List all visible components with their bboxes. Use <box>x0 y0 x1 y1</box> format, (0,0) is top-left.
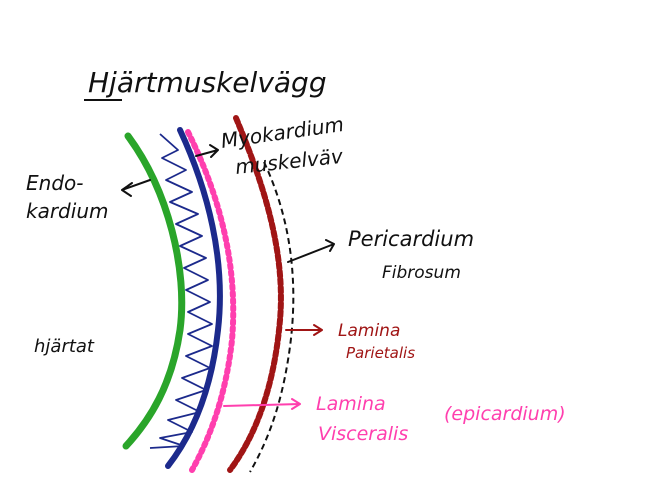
pericardium-fibrosum-layer <box>249 161 295 473</box>
label-lamina-parietalis-1: Lamina <box>338 321 400 341</box>
lamina-parietalis-layer <box>227 115 284 473</box>
arrow-endokardium <box>121 179 151 197</box>
label-hjartat: hjärtat <box>34 336 95 357</box>
myocardium-layer <box>165 127 223 469</box>
label-fibrosum: Fibrosum <box>382 263 461 283</box>
endocardium-layer <box>122 132 186 450</box>
diagram-title: Hjärtmuskelvägg <box>88 66 327 99</box>
arrow-myokardium <box>195 144 219 158</box>
arrow-pericardium <box>287 239 335 263</box>
label-endokardium-1: Endo- <box>26 171 83 195</box>
label-lamina-visceralis-2: Visceralis <box>318 423 408 445</box>
label-endokardium-2: kardium <box>26 199 108 223</box>
lamina-visceralis-layer <box>185 129 237 473</box>
arrow-lamina-visceralis <box>223 398 301 410</box>
label-epicardium: (epicardium) <box>444 403 566 425</box>
label-pericardium: Pericardium <box>348 227 474 251</box>
arrow-lamina-parietalis <box>285 324 323 336</box>
label-lamina-parietalis-2: Parietalis <box>346 344 415 362</box>
label-lamina-visceralis-1: Lamina <box>316 393 386 415</box>
